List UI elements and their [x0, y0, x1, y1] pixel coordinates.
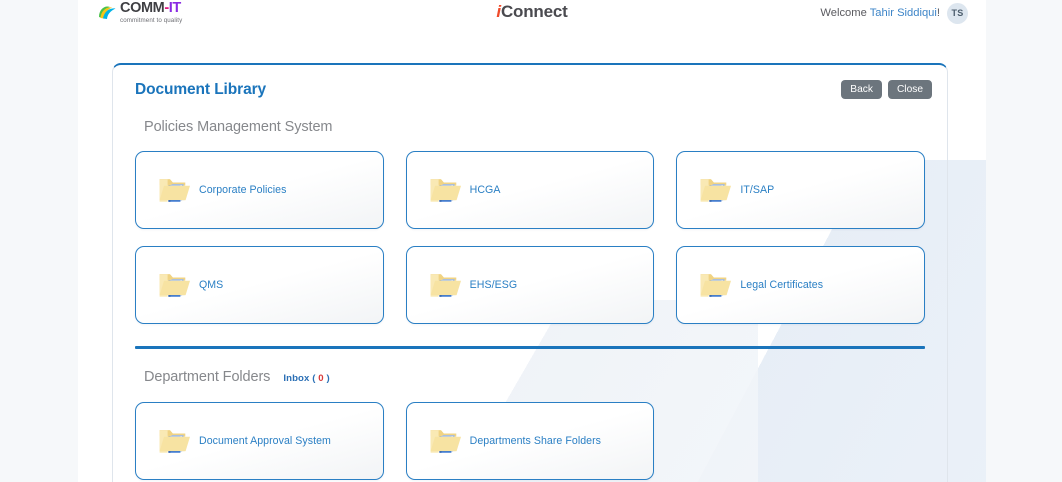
document-library-panel: Document Library Back Close Policies Man…	[112, 63, 948, 482]
folder-label: Legal Certificates	[740, 279, 823, 291]
section-title-policies: Policies Management System	[144, 119, 332, 135]
welcome-user-name[interactable]: Tahir Siddiqui	[870, 7, 937, 19]
welcome-message: Welcome Tahir Siddiqui!	[820, 7, 940, 19]
folder-card-hcga[interactable]: HCGA	[406, 151, 655, 229]
folder-label: Corporate Policies	[199, 184, 286, 196]
folder-label: IT/SAP	[740, 184, 774, 196]
folder-card-document-approval-system[interactable]: Document Approval System	[135, 402, 384, 480]
inbox-close-paren: )	[326, 373, 329, 384]
folder-label: Document Approval System	[199, 435, 331, 447]
section-divider	[135, 346, 925, 349]
inbox-open-paren: (	[312, 373, 315, 384]
folder-book-icon	[158, 176, 190, 205]
folder-grid-departments: Document Approval System Departments Sha…	[135, 402, 925, 480]
folder-card-ehs-esg[interactable]: EHS/ESG	[406, 246, 655, 324]
back-button[interactable]: Back	[841, 80, 882, 99]
document-library-panel-inner: Document Library Back Close Policies Man…	[113, 65, 947, 482]
inbox-link[interactable]: Inbox ( 0 )	[283, 373, 329, 384]
folder-card-corporate-policies[interactable]: Corporate Policies	[135, 151, 384, 229]
panel-action-buttons: Back Close	[841, 80, 932, 99]
section-title-departments: Department Folders	[144, 369, 270, 385]
page-title: Document Library	[135, 81, 925, 99]
folder-book-icon	[429, 176, 461, 205]
section-header-departments: Department Folders Inbox ( 0 )	[144, 369, 925, 385]
folder-card-legal-certificates[interactable]: Legal Certificates	[676, 246, 925, 324]
folder-label: Departments Share Folders	[470, 435, 601, 447]
folder-label: HCGA	[470, 184, 501, 196]
folder-label: EHS/ESG	[470, 279, 517, 291]
folder-book-icon	[158, 427, 190, 456]
folder-book-icon	[699, 176, 731, 205]
folder-card-departments-share-folders[interactable]: Departments Share Folders	[406, 402, 655, 480]
welcome-prefix: Welcome	[820, 7, 869, 19]
close-button[interactable]: Close	[888, 80, 932, 99]
folder-grid-policies: Corporate Policies HCGA	[135, 151, 925, 324]
top-header-bar: COMM-IT commitment to quality iConnect W…	[78, 0, 986, 30]
brand-name: Connect	[501, 2, 568, 21]
inbox-label: Inbox	[283, 373, 309, 384]
folder-label: QMS	[199, 279, 223, 291]
section-header-policies: Policies Management System	[144, 119, 925, 135]
folder-card-it-sap[interactable]: IT/SAP	[676, 151, 925, 229]
folder-grid-empty-slot	[676, 402, 925, 480]
folder-book-icon	[429, 271, 461, 300]
welcome-suffix: !	[937, 7, 940, 19]
folder-book-icon	[699, 271, 731, 300]
folder-card-qms[interactable]: QMS	[135, 246, 384, 324]
folder-book-icon	[429, 427, 461, 456]
user-welcome-area: Welcome Tahir Siddiqui! TS	[820, 0, 968, 26]
folder-book-icon	[158, 271, 190, 300]
inbox-count-badge: 0	[318, 373, 323, 384]
avatar[interactable]: TS	[947, 3, 968, 24]
